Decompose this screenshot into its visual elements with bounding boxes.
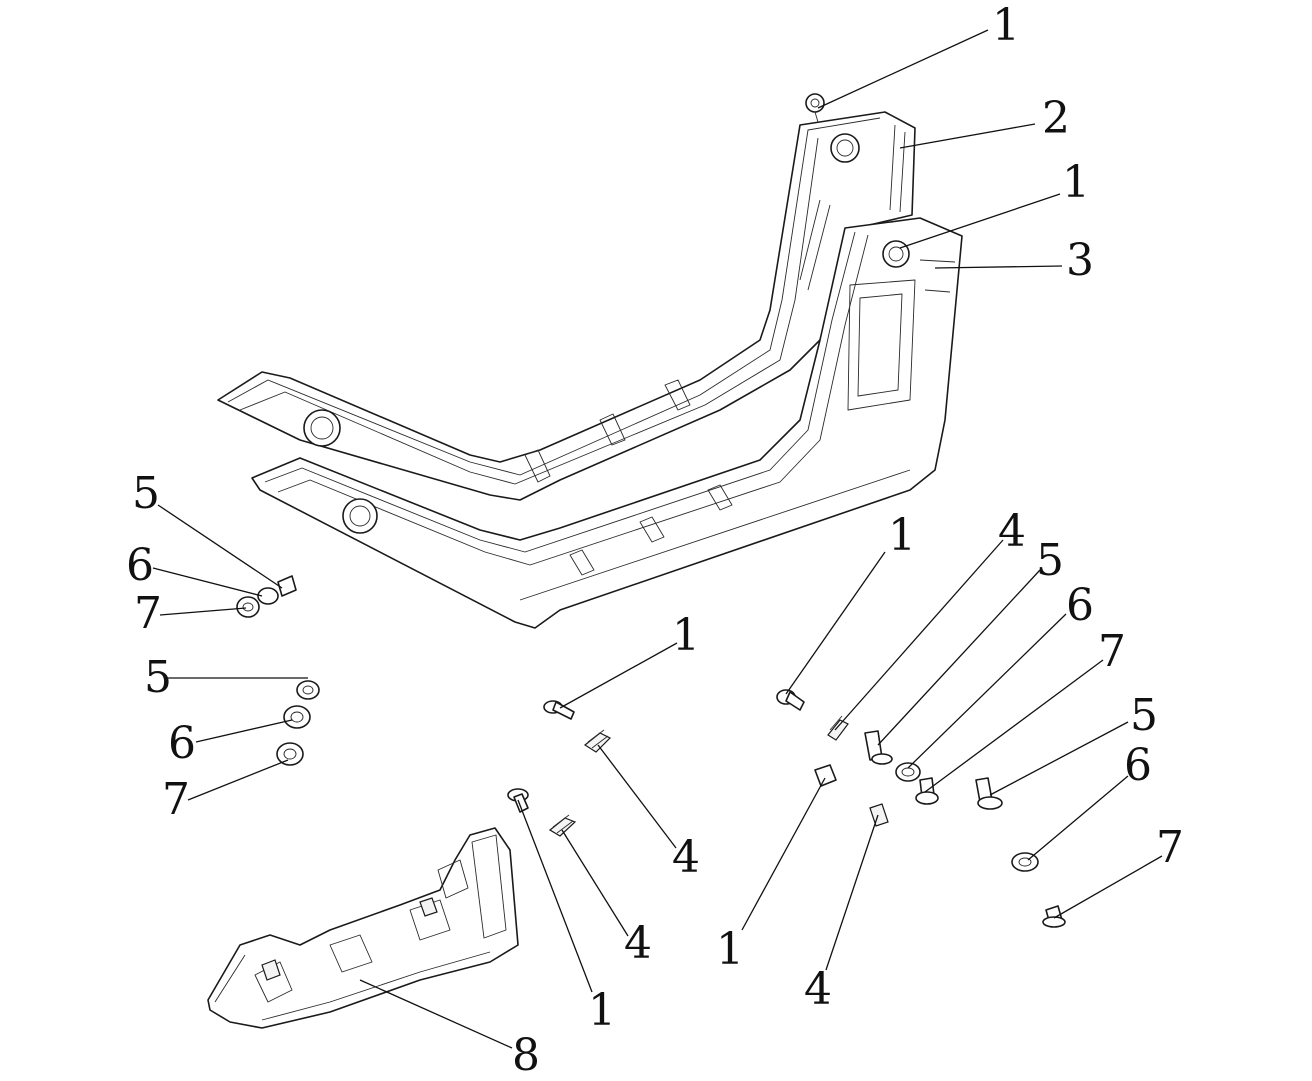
leader-c8 xyxy=(359,979,513,1049)
fastener-center-group xyxy=(507,700,612,837)
callout-label: 7 xyxy=(162,774,190,825)
callout-label: 4 xyxy=(672,832,700,883)
fastener-right-group xyxy=(776,689,1066,928)
leader-c1-top xyxy=(817,29,989,109)
callout-label: 1 xyxy=(588,985,616,1036)
leader-c5-left-top xyxy=(157,504,283,589)
callout-label: 5 xyxy=(144,652,172,703)
fastener-cluster-left-top xyxy=(236,575,297,618)
callout-label: 5 xyxy=(1036,535,1064,586)
leader-c6-left-top xyxy=(152,567,263,597)
leader-c4-right-top xyxy=(834,539,1004,731)
leader-c1-center-lower xyxy=(517,799,593,993)
callout-label: 5 xyxy=(1130,690,1158,741)
callout-label: 7 xyxy=(1098,626,1126,677)
part-2-upper-trim-panel xyxy=(217,111,916,501)
part-8-bracket xyxy=(207,827,519,1029)
callout-label: 2 xyxy=(1042,93,1070,144)
callout-label: 1 xyxy=(888,510,916,561)
fastener-1-top-bolt xyxy=(805,93,825,123)
fastener-cluster-left-mid xyxy=(276,680,320,766)
callout-labels: 1 2 1 3 5 6 7 5 6 7 1 4 4 1 8 1 4 5 6 7 … xyxy=(126,0,1184,1081)
callout-label: 6 xyxy=(126,540,154,591)
callout-label: 1 xyxy=(716,924,744,975)
leader-lines xyxy=(152,29,1163,1049)
leader-c7-left-mid xyxy=(187,759,289,801)
leader-c1-right-top xyxy=(785,551,886,695)
leader-c1-right-lower xyxy=(741,777,826,931)
leader-c7-right-lower xyxy=(1053,855,1163,919)
callout-label: 7 xyxy=(1156,822,1184,873)
leader-c1-center xyxy=(559,642,678,709)
leader-c2 xyxy=(899,123,1036,149)
leader-c4-center-lower xyxy=(561,829,629,937)
part-3-lower-trim-panel xyxy=(251,217,963,629)
leader-c6-right-lower xyxy=(1027,775,1129,861)
leader-c5-right-lower xyxy=(989,721,1129,796)
callout-label: 3 xyxy=(1066,235,1094,286)
callout-label: 6 xyxy=(168,718,196,769)
leader-c1-upper-right xyxy=(899,193,1061,249)
callout-label: 1 xyxy=(1062,157,1090,208)
leader-c5-right-top xyxy=(877,569,1041,746)
leader-c7-left-top xyxy=(159,607,247,616)
leader-c6-left-mid xyxy=(195,719,293,743)
callout-label: 1 xyxy=(672,610,700,661)
callout-label: 8 xyxy=(512,1030,540,1081)
callout-label: 5 xyxy=(132,468,160,519)
leader-c6-right-top xyxy=(907,613,1067,769)
leader-c4-right-lower xyxy=(825,814,879,971)
callout-label: 4 xyxy=(998,506,1026,557)
callout-label: 6 xyxy=(1066,580,1094,631)
leader-c3 xyxy=(934,265,1063,269)
callout-label: 4 xyxy=(804,964,832,1015)
callout-label: 6 xyxy=(1124,740,1152,791)
leader-c4-center-upper xyxy=(597,744,677,849)
callout-label: 1 xyxy=(992,0,1020,51)
callout-label: 7 xyxy=(134,588,162,639)
callout-label: 4 xyxy=(624,918,652,969)
leader-c7-right-top xyxy=(924,659,1104,793)
